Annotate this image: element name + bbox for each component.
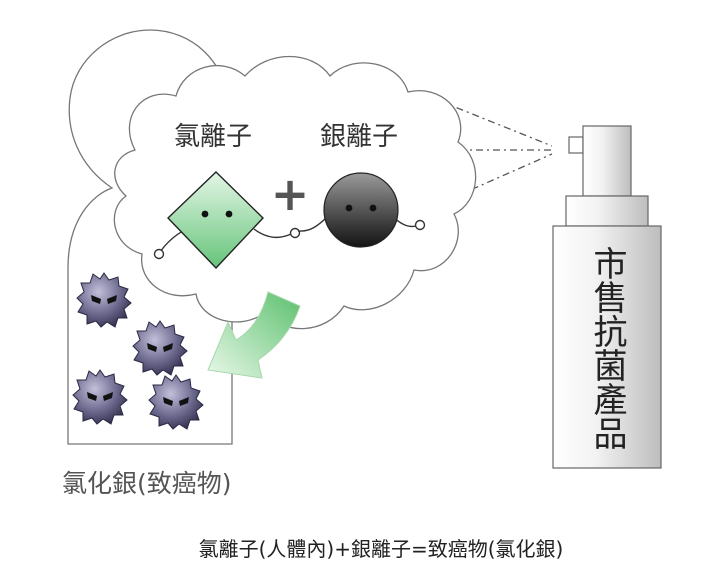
dark-sphere-ion-icon — [297, 172, 426, 248]
spray-bottle-icon: 市售抗菌產品 — [552, 125, 662, 469]
green-diamond-ion-icon — [153, 171, 301, 270]
silver-chloride-label: 氯化銀(致癌物) — [62, 469, 232, 498]
plus-sign: + — [271, 167, 310, 221]
chloride-ion-label: 氯離子 — [174, 122, 252, 152]
curved-green-arrow-icon — [207, 291, 301, 379]
silver-ion-label: 銀離子 — [320, 122, 398, 152]
reaction-cloud — [113, 56, 477, 330]
equation-text: 氯離子(人體內)+銀離子=致癌物(氯化銀) — [199, 537, 564, 561]
product-label: 市售抗菌產品 — [587, 246, 627, 450]
